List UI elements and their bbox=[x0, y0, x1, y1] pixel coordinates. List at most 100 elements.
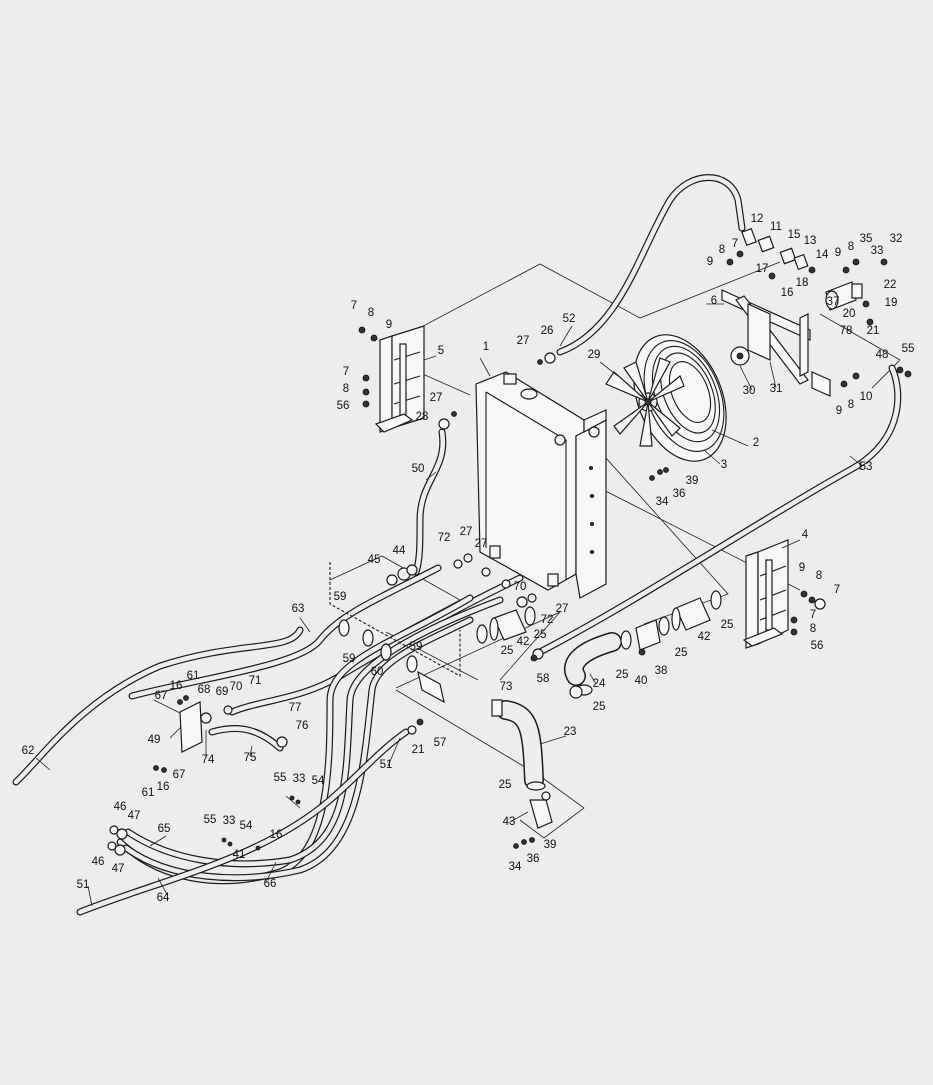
part-label-54: 54 bbox=[240, 820, 253, 832]
part-label-59: 59 bbox=[343, 653, 356, 665]
part-label-47: 47 bbox=[112, 863, 125, 875]
part-label-9: 9 bbox=[386, 319, 392, 331]
part-label-39: 39 bbox=[686, 475, 699, 487]
part-label-15: 15 bbox=[788, 229, 801, 241]
part-label-25: 25 bbox=[499, 779, 512, 791]
part-label-60: 60 bbox=[371, 666, 384, 678]
part-label-25: 25 bbox=[616, 669, 629, 681]
part-label-36: 36 bbox=[527, 853, 540, 865]
part-label-8: 8 bbox=[848, 399, 854, 411]
part-label-7: 7 bbox=[343, 366, 349, 378]
part-label-8: 8 bbox=[848, 241, 854, 253]
part-label-27: 27 bbox=[517, 335, 530, 347]
part-label-48: 48 bbox=[876, 349, 889, 361]
part-label-12: 12 bbox=[751, 213, 764, 225]
part-label-51: 51 bbox=[77, 879, 90, 891]
part-label-33: 33 bbox=[223, 815, 236, 827]
part-label-55: 55 bbox=[274, 772, 287, 784]
part-label-10: 10 bbox=[860, 391, 873, 403]
part-label-16: 16 bbox=[157, 781, 170, 793]
part-label-46: 46 bbox=[92, 856, 105, 868]
part-label-26: 26 bbox=[541, 325, 554, 337]
part-label-28: 28 bbox=[416, 411, 429, 423]
part-label-33: 33 bbox=[293, 773, 306, 785]
part-label-25: 25 bbox=[675, 647, 688, 659]
part-label-8: 8 bbox=[816, 570, 822, 582]
part-label-17: 17 bbox=[756, 263, 769, 275]
part-label-63: 63 bbox=[292, 603, 305, 615]
pump bbox=[825, 281, 863, 311]
part-label-9: 9 bbox=[836, 405, 842, 417]
part-label-70: 70 bbox=[514, 581, 527, 593]
part-label-40: 40 bbox=[635, 675, 648, 687]
part-label-74: 74 bbox=[202, 754, 215, 766]
part-label-16: 16 bbox=[781, 287, 794, 299]
part-label-77: 77 bbox=[289, 702, 302, 714]
part-label-50: 50 bbox=[412, 463, 425, 475]
part-label-7: 7 bbox=[810, 609, 816, 621]
part-label-34: 34 bbox=[509, 861, 522, 873]
part-label-35: 35 bbox=[860, 233, 873, 245]
fan bbox=[605, 357, 685, 447]
part-label-36: 36 bbox=[673, 488, 686, 500]
part-label-58: 58 bbox=[537, 673, 550, 685]
part-label-4: 4 bbox=[802, 529, 809, 541]
part-label-56: 56 bbox=[337, 400, 350, 412]
hose-50 bbox=[412, 428, 447, 576]
part-label-25: 25 bbox=[593, 701, 606, 713]
part-label-21: 21 bbox=[867, 325, 880, 337]
part-label-39: 39 bbox=[544, 839, 557, 851]
part-label-27: 27 bbox=[556, 603, 569, 615]
hose-66 bbox=[122, 616, 474, 882]
part-label-27: 27 bbox=[430, 392, 443, 404]
part-label-65: 65 bbox=[158, 823, 171, 835]
part-label-31: 31 bbox=[770, 383, 783, 395]
part-label-19: 19 bbox=[885, 297, 898, 309]
part-label-69: 69 bbox=[216, 686, 229, 698]
part-label-25: 25 bbox=[721, 619, 734, 631]
part-label-78: 78 bbox=[840, 325, 853, 337]
part-label-42: 42 bbox=[517, 636, 530, 648]
part-label-25: 25 bbox=[501, 645, 514, 657]
part-label-55: 55 bbox=[902, 343, 915, 355]
part-label-20: 20 bbox=[843, 308, 856, 320]
hoses bbox=[12, 174, 902, 916]
part-label-8: 8 bbox=[719, 244, 725, 256]
part-label-21: 21 bbox=[412, 744, 425, 756]
fan-guard bbox=[633, 334, 727, 462]
part-label-76: 76 bbox=[296, 720, 309, 732]
part-label-3: 3 bbox=[721, 459, 727, 471]
part-label-70: 70 bbox=[230, 681, 243, 693]
radiator bbox=[475, 371, 607, 599]
part-label-5: 5 bbox=[438, 345, 444, 357]
part-label-42: 42 bbox=[698, 631, 711, 643]
part-label-27: 27 bbox=[460, 526, 473, 538]
part-label-33: 33 bbox=[871, 245, 884, 257]
part-label-18: 18 bbox=[796, 277, 809, 289]
part-label-7: 7 bbox=[351, 300, 357, 312]
part-label-47: 47 bbox=[128, 810, 141, 822]
part-label-27: 27 bbox=[475, 538, 488, 550]
part-label-75: 75 bbox=[244, 752, 257, 764]
part-label-49: 49 bbox=[148, 734, 161, 746]
part-label-51: 51 bbox=[380, 759, 393, 771]
part-label-32: 32 bbox=[890, 233, 903, 245]
part-label-7: 7 bbox=[732, 238, 738, 250]
part-label-53: 53 bbox=[860, 461, 873, 473]
part-label-43: 43 bbox=[503, 816, 516, 828]
hose-63 bbox=[128, 564, 442, 700]
part-label-73: 73 bbox=[500, 681, 513, 693]
part-label-22: 22 bbox=[884, 279, 897, 291]
part-label-44: 44 bbox=[393, 545, 406, 557]
part-label-8: 8 bbox=[810, 623, 816, 635]
part-label-55: 55 bbox=[204, 814, 217, 826]
part-label-71: 71 bbox=[249, 675, 262, 687]
part-label-38: 38 bbox=[655, 665, 668, 677]
part-label-59: 59 bbox=[334, 591, 347, 603]
hose-75 bbox=[208, 725, 284, 752]
part-label-1: 1 bbox=[483, 341, 489, 353]
hose-52 bbox=[556, 174, 746, 356]
